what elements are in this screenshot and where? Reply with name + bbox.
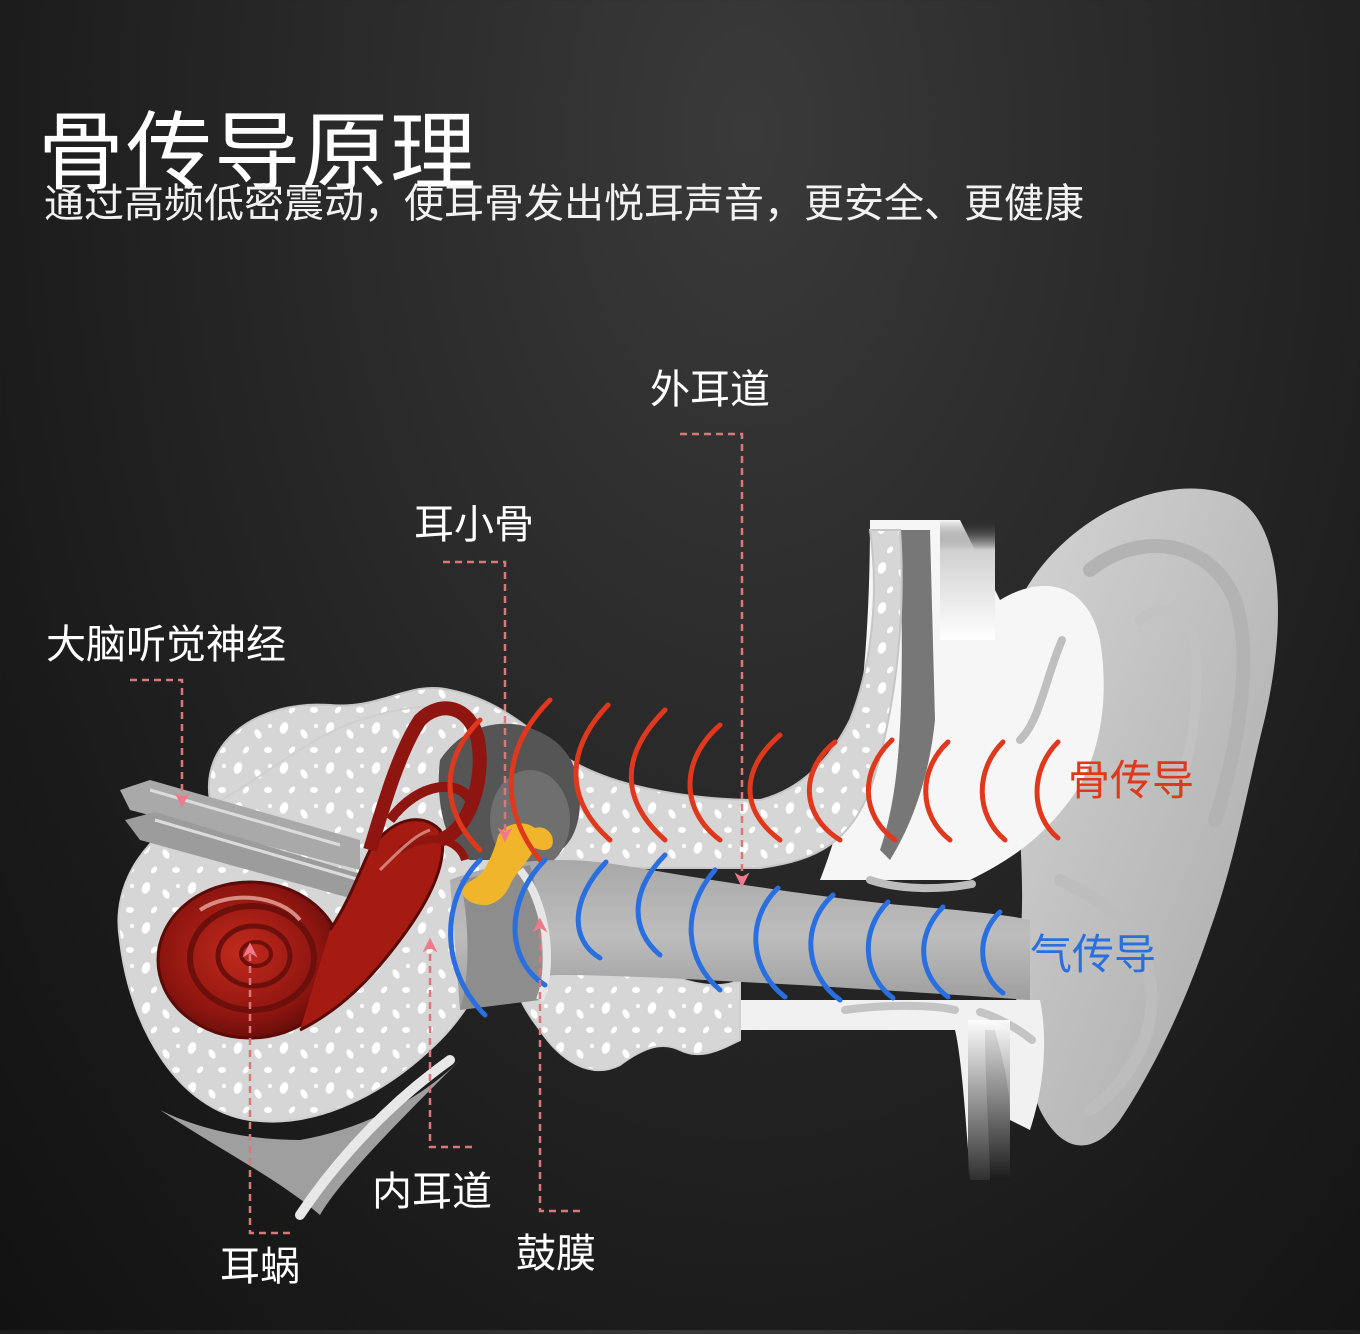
eardrum-leader bbox=[532, 917, 580, 1213]
air-conduction-waves bbox=[448, 852, 1006, 1018]
inner-ear-canal-leader bbox=[422, 937, 472, 1149]
label-inner-ear-canal: 内耳道 bbox=[372, 1169, 492, 1215]
page-title: 骨传导原理 bbox=[38, 102, 478, 203]
label-outer-ear-canal: 外耳道 bbox=[650, 367, 770, 413]
page-subtitle: 通过高频低密震动，使耳骨发出悦耳声音，更安全、更健康 bbox=[44, 181, 1084, 227]
outer-ear-canal-leader bbox=[680, 432, 750, 888]
label-cochlea: 耳蜗 bbox=[220, 1244, 300, 1290]
ossicles-leader bbox=[443, 560, 513, 843]
auditory-nerve-leader bbox=[130, 678, 190, 808]
label-auditory-nerve: 大脑听觉神经 bbox=[46, 622, 286, 668]
cochlea-leader bbox=[242, 942, 290, 1235]
label-ossicles: 耳小骨 bbox=[414, 502, 534, 548]
temporal-groove bbox=[880, 530, 935, 860]
air-conduction-label: 气传导 bbox=[1030, 930, 1157, 979]
bone-conduction-label: 骨传导 bbox=[1068, 756, 1195, 805]
ear-canal bbox=[450, 860, 1030, 1010]
leader-lines bbox=[130, 432, 750, 1235]
bone-conduction-waves bbox=[447, 697, 1061, 863]
label-eardrum: 鼓膜 bbox=[516, 1231, 596, 1277]
